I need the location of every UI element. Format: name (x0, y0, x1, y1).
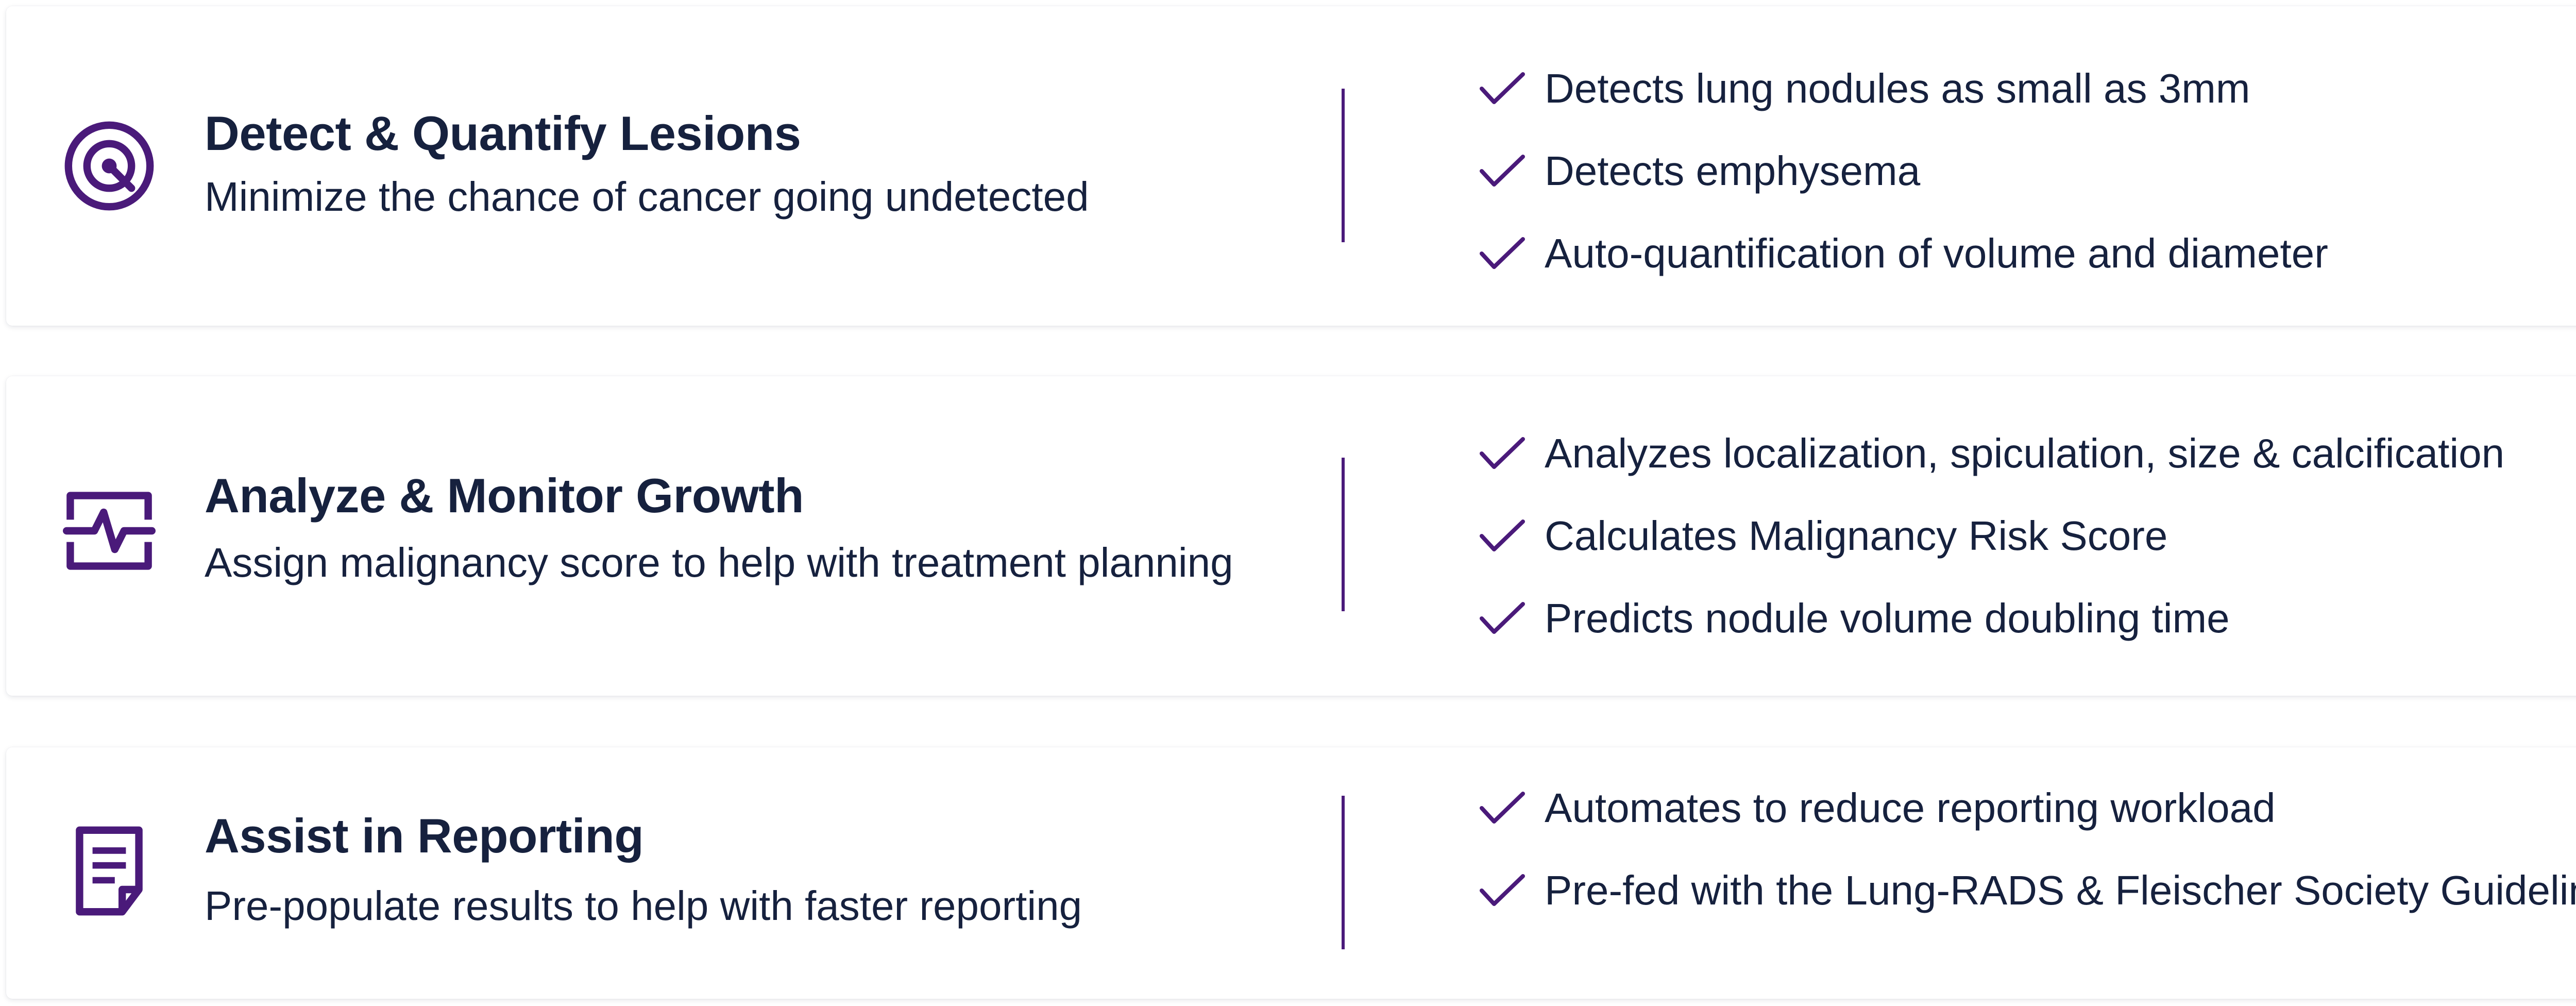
feature-item: Predicts nodule volume doubling time (1479, 588, 2230, 649)
feature-text: Predicts nodule volume doubling time (1545, 595, 2230, 641)
pulse-monitor-icon (63, 492, 156, 570)
card-subtitle: Pre-populate results to help with faster… (205, 883, 1082, 929)
card-subtitle: Minimize the chance of cancer going unde… (205, 174, 1089, 220)
feature-text: Analyzes localization, spiculation, size… (1545, 430, 2505, 476)
feature-text: Calculates Malignancy Risk Score (1545, 513, 2168, 559)
check-icon (1480, 792, 1525, 824)
card-divider (1342, 458, 1345, 611)
report-document-icon (76, 826, 143, 916)
feature-text: Detects emphysema (1545, 148, 1921, 194)
feature-text: Automates to reduce reporting workload (1545, 785, 2276, 831)
target-scan-icon (64, 121, 154, 211)
card-title: Detect & Quantify Lesions (205, 106, 801, 160)
card-title: Assist in Reporting (205, 809, 644, 863)
feature-item: Detects emphysema (1479, 140, 1920, 202)
feature-card-detect: Detect & Quantify Lesions Minimize the c… (6, 6, 2576, 326)
card-title: Analyze & Monitor Growth (205, 468, 804, 523)
feature-card-report: Assist in Reporting Pre-populate results… (6, 747, 2576, 999)
card-subtitle: Assign malignancy score to help with tre… (205, 540, 1233, 585)
feature-text: Pre-fed with the Lung-RADS & Fleischer S… (1545, 867, 2576, 913)
card-divider (1342, 89, 1345, 242)
check-icon (1480, 602, 1525, 634)
card-divider (1342, 796, 1345, 949)
check-icon (1480, 874, 1525, 906)
feature-text: Detects lung nodules as small as 3mm (1545, 65, 2250, 111)
check-icon (1480, 437, 1525, 469)
feature-item: Analyzes localization, spiculation, size… (1479, 423, 2504, 484)
feature-item: Auto-quantification of volume and diamet… (1479, 223, 2328, 284)
check-icon (1480, 237, 1525, 269)
feature-item: Calculates Malignancy Risk Score (1479, 505, 2167, 567)
check-icon (1480, 72, 1525, 104)
check-icon (1480, 519, 1525, 551)
feature-item: Pre-fed with the Lung-RADS & Fleischer S… (1479, 860, 2576, 921)
check-icon (1480, 155, 1525, 187)
feature-text: Auto-quantification of volume and diamet… (1545, 230, 2328, 276)
feature-item: Detects lung nodules as small as 3mm (1479, 58, 2250, 120)
feature-item: Automates to reduce reporting workload (1479, 777, 2276, 839)
feature-card-analyze: Analyze & Monitor Growth Assign malignan… (6, 376, 2576, 696)
